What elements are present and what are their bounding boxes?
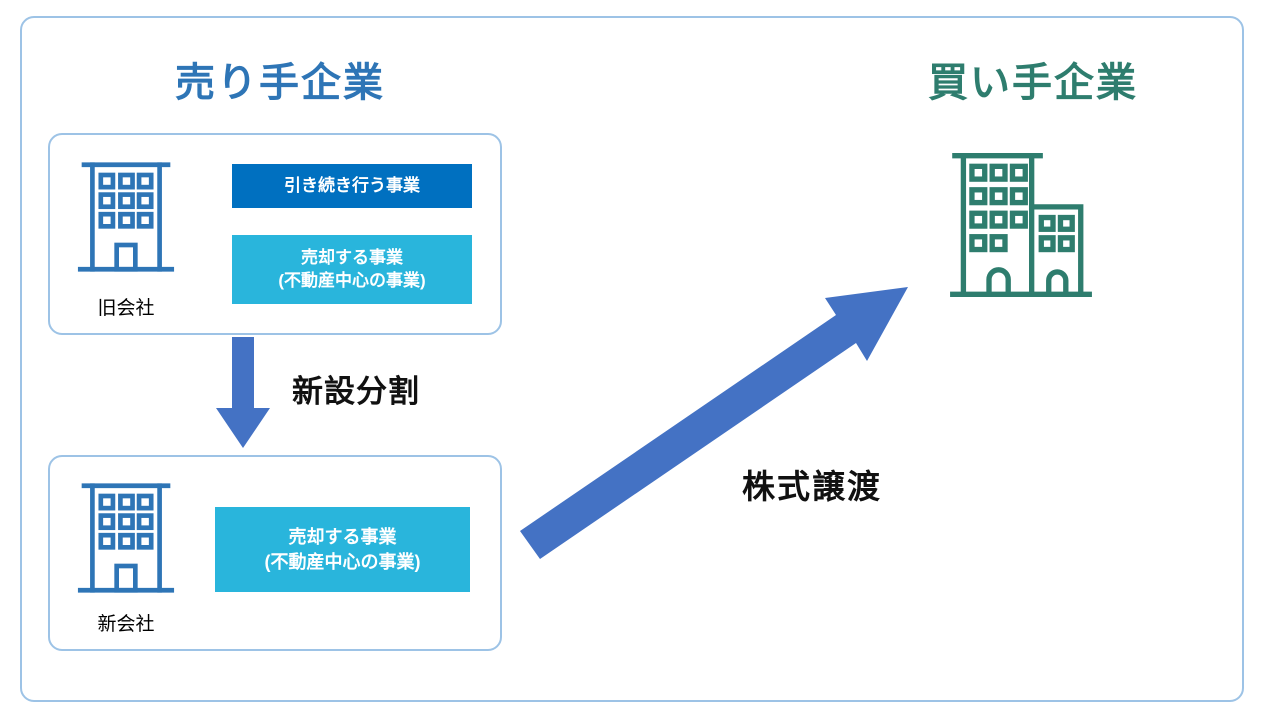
split-arrow-label: 新設分割 [292,374,420,409]
sell-business-tag-old: 売却する事業 (不動産中心の事業) [232,235,472,304]
new-company-label: 新会社 [97,614,155,635]
buyer-title: 買い手企業 [928,61,1138,105]
buyer-building-icon [945,145,1097,305]
old-company-label: 旧会社 [97,298,155,319]
transfer-arrow-label: 株式譲渡 [742,468,882,505]
sell-business-tag-new: 売却する事業 (不動産中心の事業) [215,507,470,592]
new-company-building-icon [70,475,182,601]
seller-title: 売り手企業 [175,61,385,105]
old-company-building-icon [70,149,182,285]
continue-business-tag: 引き続き行う事業 [232,164,472,208]
new-company-box: 新会社 売却する事業 (不動産中心の事業) [48,455,502,651]
old-company-box: 旧会社 引き続き行う事業 売却する事業 (不動産中心の事業) [48,133,502,335]
